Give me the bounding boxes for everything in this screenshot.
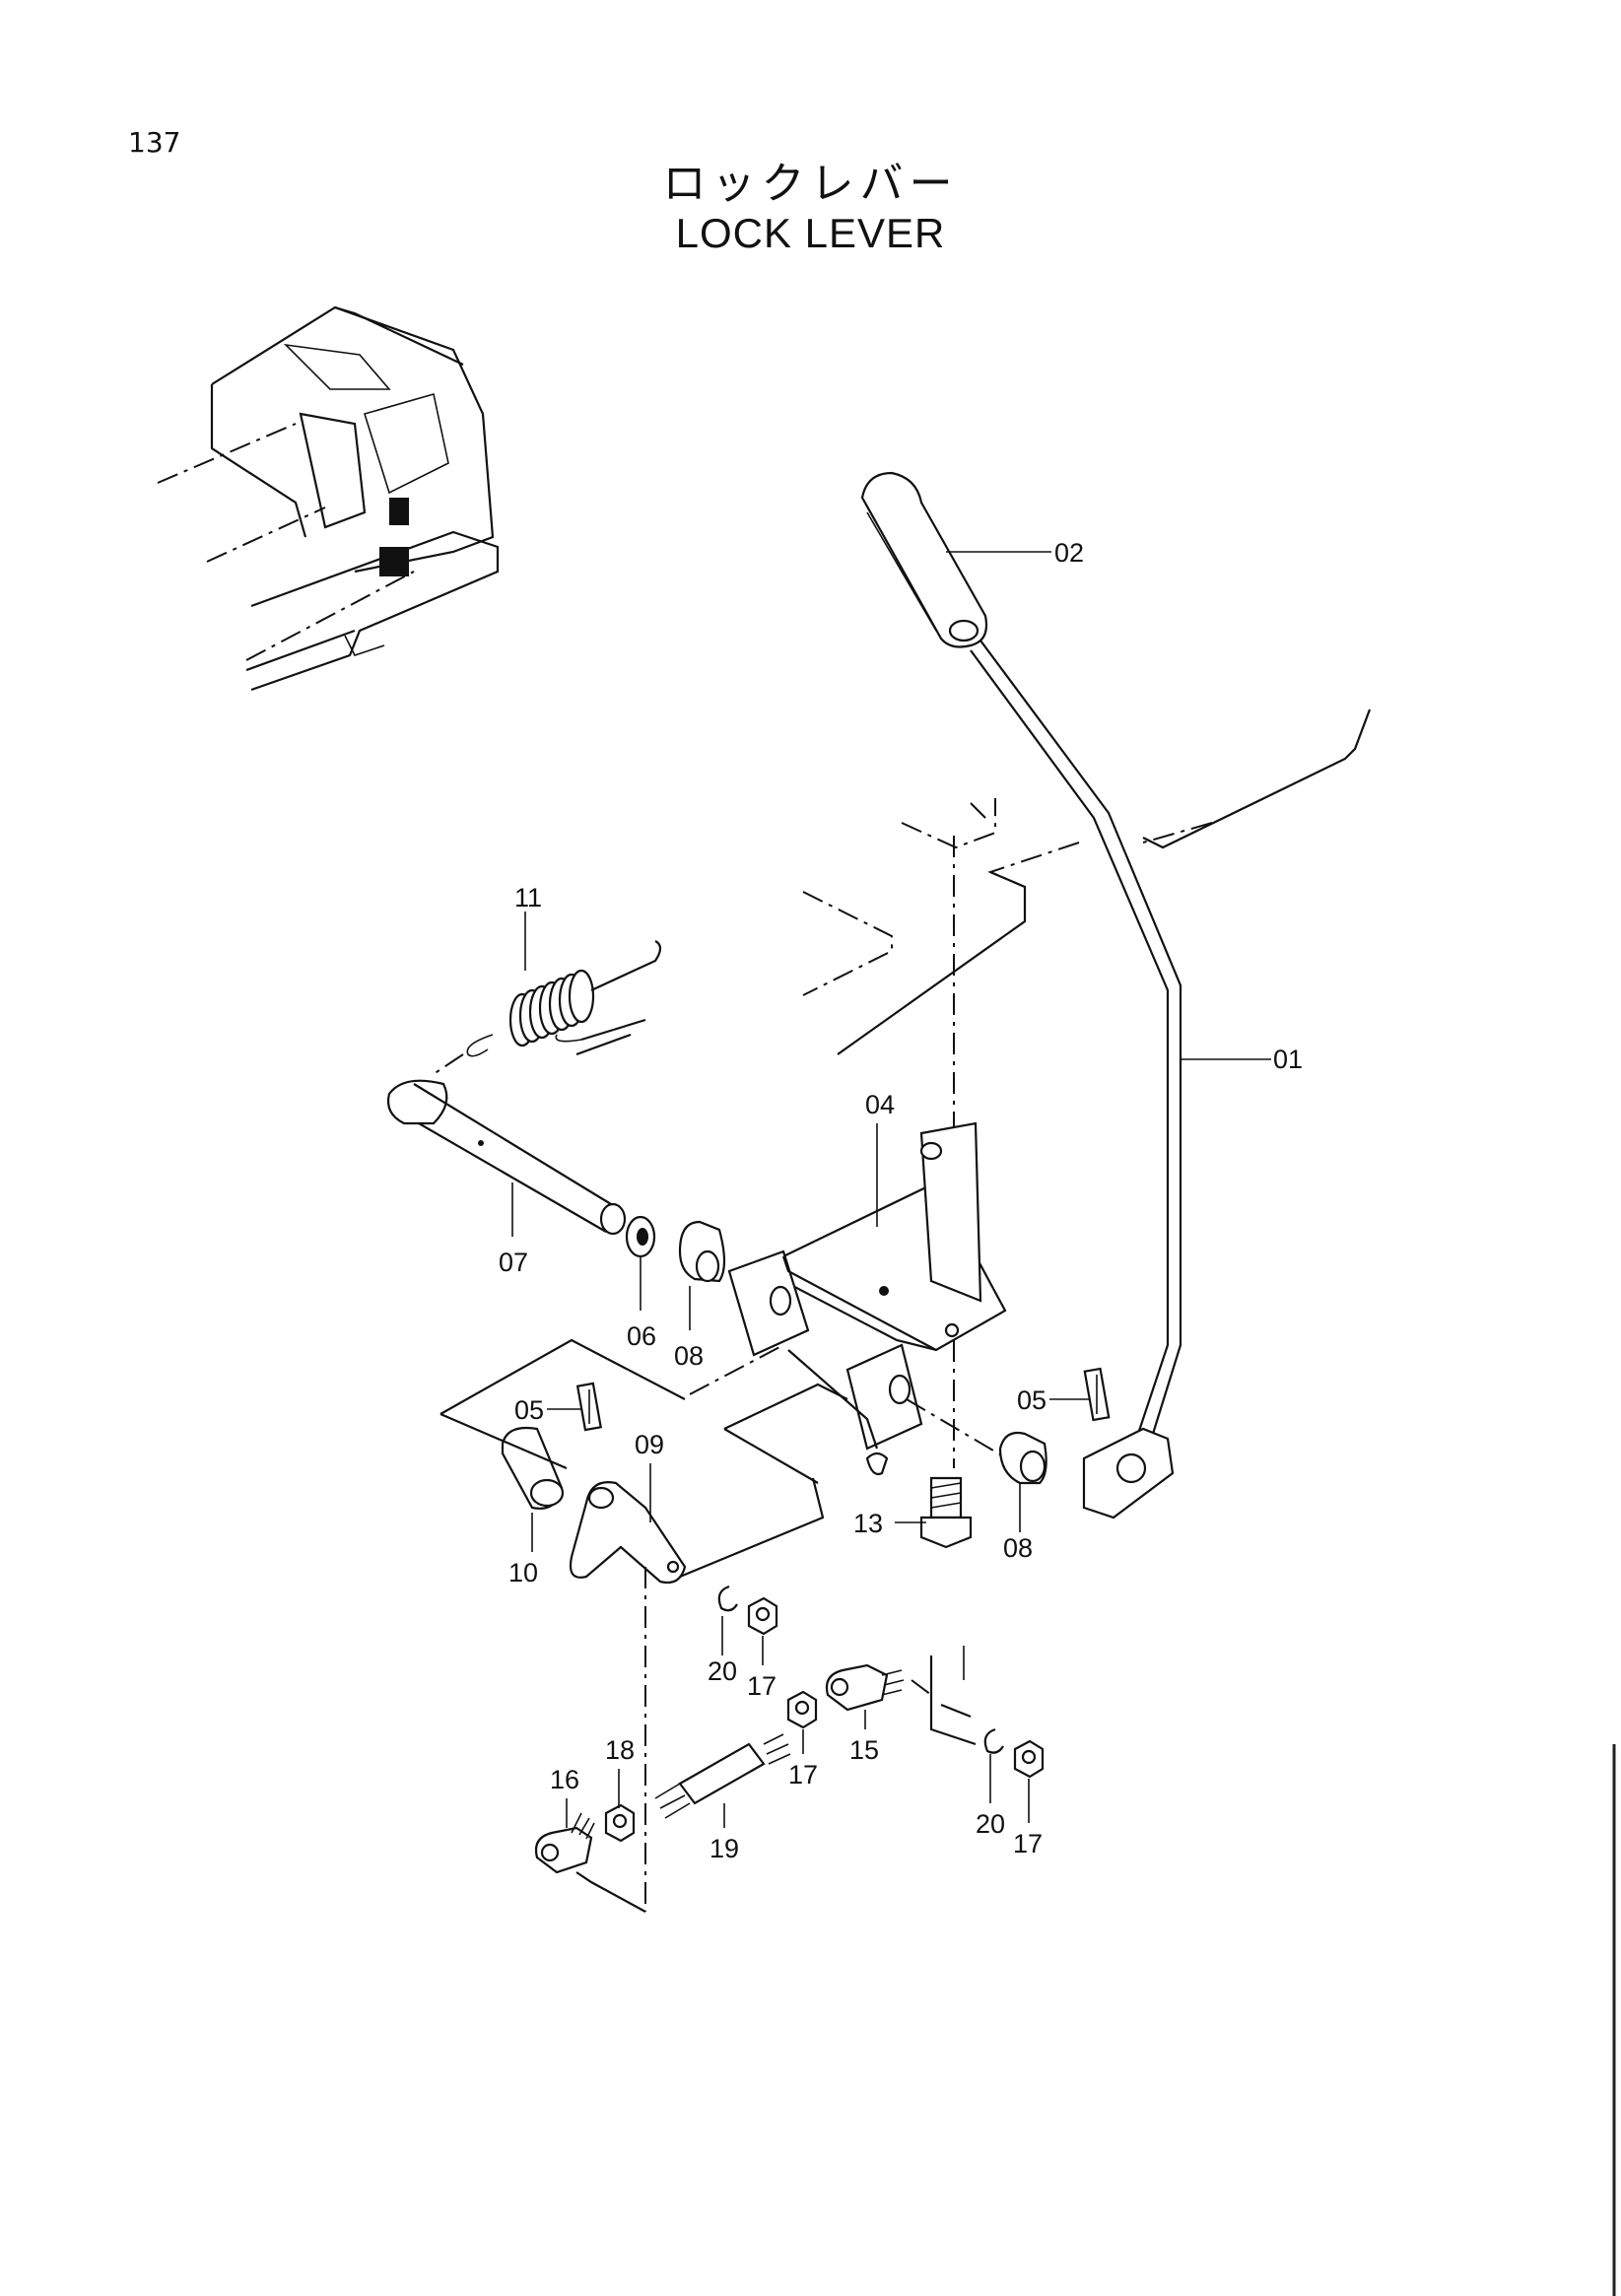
leader-lines [511,551,1271,1828]
callout-09: 09 [635,1430,664,1459]
callout-17-lower: 17 [1013,1829,1043,1858]
callout-labels: 02 01 11 04 07 06 08 05 05 08 09 10 13 2… [499,538,1303,1863]
part-09-link [569,1481,687,1912]
part-18-nut [604,1803,636,1843]
part-17-nut-upper [747,1596,778,1636]
part-07-shaft [386,1079,627,1236]
part-20-clip-lower [983,1727,1004,1754]
part-04-bracket [727,1121,1007,1476]
cab-location-thumbnail [157,305,500,692]
callout-15: 15 [849,1735,879,1765]
part-06-washer [625,1215,656,1258]
callout-07: 07 [499,1248,528,1277]
callout-17-upper: 17 [747,1671,777,1701]
part-02-grip [860,471,988,648]
part-13-bolt [919,1476,973,1549]
part-20-clip-upper [717,1585,738,1612]
callout-17-middle: 17 [788,1760,818,1790]
part-08-bushing-left [678,1220,726,1283]
part-05-pin-right [1083,1367,1111,1422]
callout-11: 11 [514,883,542,912]
callout-20-lower: 20 [976,1809,1005,1839]
callout-13: 13 [853,1509,883,1538]
linkage-outline [439,1338,848,1579]
callout-10: 10 [508,1558,538,1587]
part-08-bushing-right [906,1398,1047,1485]
callout-05-left: 05 [514,1395,544,1425]
callout-19: 19 [709,1834,739,1863]
callout-01: 01 [1273,1045,1303,1074]
part-10-sleeve [501,1426,565,1510]
part-15-rod-end [825,1646,977,1746]
part-05-pin-left [575,1382,602,1432]
part-19-turnbuckle [654,1733,791,1819]
part-17-nut-middle [786,1690,818,1729]
callout-06: 06 [627,1321,656,1351]
callout-16: 16 [550,1765,579,1794]
callout-08-left: 08 [674,1341,704,1371]
page-number: 137 [128,126,181,159]
title-english: LOCK LEVER [675,210,946,256]
title-japanese: ロックレバー [662,159,959,209]
part-16-rod-end [534,1812,646,1913]
part-01-lever [970,640,1182,1519]
callout-04: 04 [865,1090,895,1119]
callout-02: 02 [1054,538,1084,568]
callout-05-right: 05 [1017,1385,1047,1415]
part-11-spring [433,940,662,1075]
callout-20-upper: 20 [708,1656,737,1686]
callout-08-right: 08 [1003,1533,1033,1563]
part-17-nut-lower [1013,1739,1045,1779]
callout-18: 18 [605,1735,635,1765]
